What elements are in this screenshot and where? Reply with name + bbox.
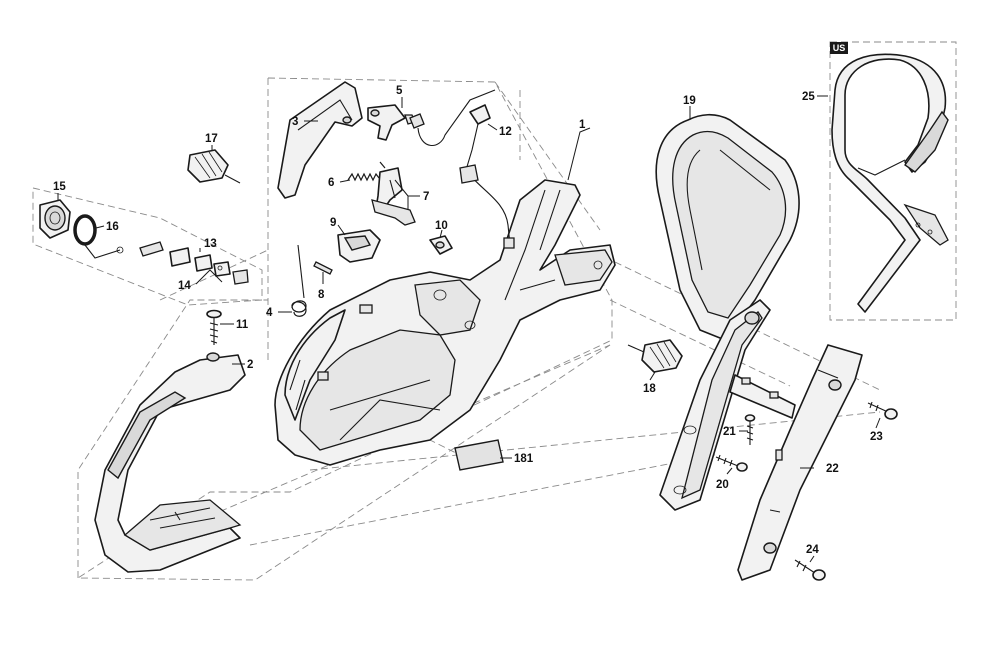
part-23-screw	[867, 401, 898, 420]
part-3-trigger	[277, 81, 363, 199]
part-16-o-ring	[73, 214, 124, 259]
callout-1: 1	[579, 119, 586, 131]
callout-9: 9	[330, 217, 336, 229]
us-badge-label: US	[833, 43, 846, 53]
group-outline-main	[76, 77, 613, 581]
callout-16: 16	[106, 221, 119, 233]
callout-12: 12	[499, 126, 512, 138]
part-2-hand-guard	[94, 352, 246, 573]
us-badge: US	[830, 42, 848, 54]
part-4-spring	[291, 244, 307, 317]
part-20-screw	[715, 454, 748, 472]
group-outline-handle-area	[267, 78, 601, 360]
callout-15: 15	[53, 181, 66, 193]
callout-23: 23	[870, 431, 883, 443]
part-7-linkage	[371, 167, 416, 226]
callout-7: 7	[423, 191, 429, 203]
part-21-screw	[744, 414, 756, 445]
callout-10: 10	[435, 220, 448, 232]
callout-19: 19	[683, 95, 696, 107]
part-17-av-spring	[187, 149, 241, 184]
callout-2: 2	[247, 359, 253, 371]
part-13-14-fasteners	[139, 241, 249, 285]
callout-181: 181	[514, 453, 534, 465]
part-25-us-handle	[831, 53, 949, 313]
us-handle-box	[829, 41, 957, 321]
callout-18: 18	[643, 383, 656, 395]
part-10-bushing	[429, 235, 453, 255]
part-18-av-spring	[627, 339, 683, 373]
callout-4: 4	[266, 307, 273, 319]
part-12-cable	[409, 89, 515, 249]
callout-22: 22	[826, 463, 839, 475]
callout-14: 14	[178, 280, 191, 292]
part-24-screw	[794, 559, 826, 581]
part-9-bracket	[337, 229, 381, 263]
callout-3: 3	[292, 116, 298, 128]
part-6-spring	[347, 161, 386, 182]
callout-20: 20	[716, 479, 729, 491]
group-outline-guard	[77, 299, 268, 578]
part-5-throttle	[367, 104, 416, 141]
part-181-label	[454, 439, 504, 471]
part-19-handle	[655, 113, 800, 511]
callout-6: 6	[328, 177, 334, 189]
leader-lines	[57, 95, 881, 563]
part-22-side-plate	[737, 344, 863, 581]
callout-8: 8	[318, 289, 325, 301]
callout-21: 21	[723, 426, 736, 438]
callout-5: 5	[396, 85, 403, 97]
part-8-pin	[313, 261, 333, 275]
callout-17: 17	[205, 133, 218, 145]
callout-labels: 1 2 3 4 5 6 7 8 9 10 11 12 13 14 15 16 1…	[53, 85, 883, 556]
part-11-screw	[206, 309, 222, 345]
part-15-cap	[39, 199, 71, 239]
callout-11: 11	[236, 319, 249, 331]
callout-24: 24	[806, 544, 819, 556]
callout-25: 25	[802, 91, 815, 103]
part-1-housing	[274, 179, 616, 466]
callout-13: 13	[204, 238, 217, 250]
